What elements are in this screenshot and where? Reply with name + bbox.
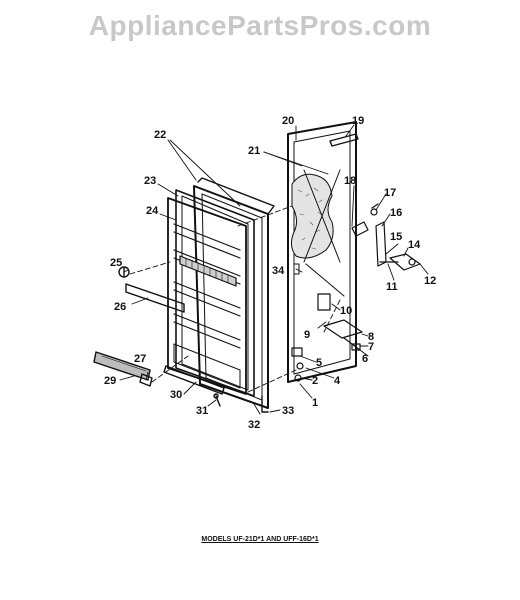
callout-32: 32 (248, 419, 260, 431)
bottom-trim-strip (163, 365, 225, 395)
callout-24: 24 (146, 205, 159, 217)
callout-25: 25 (110, 257, 122, 269)
callout-6: 6 (362, 353, 368, 365)
callout-33: 33 (282, 405, 294, 417)
callout-12: 12 (424, 275, 436, 287)
leader-lines (119, 124, 429, 415)
callout-10: 10 (340, 305, 352, 317)
door-gasket (175, 189, 255, 397)
kick-plate (93, 351, 151, 381)
callout-27: 27 (134, 353, 146, 365)
kick-plate-clip (139, 373, 153, 387)
insulation-block (290, 173, 334, 259)
trim-screw (213, 393, 221, 407)
bottom-hinge-assembly (291, 319, 363, 382)
callout-26: 26 (114, 301, 126, 313)
callout-labels: 1 2 4 5 6 7 8 9 10 11 12 14 15 16 17 18 … (104, 115, 436, 431)
door-outer-panel (287, 121, 357, 383)
model-caption: MODELS UF-21D*1 AND UFF-16D*1 (201, 536, 319, 543)
callout-34: 34 (272, 265, 285, 277)
callout-19: 19 (352, 115, 364, 127)
door-shelf-bar (125, 283, 185, 313)
callout-1: 1 (312, 397, 318, 409)
callout-23: 23 (144, 175, 156, 187)
liner-cross-brace (303, 169, 345, 297)
door-handle-assembly (351, 203, 421, 271)
callout-4: 4 (334, 375, 341, 387)
callout-21: 21 (248, 145, 260, 157)
callout-22: 22 (154, 129, 166, 141)
callout-15: 15 (390, 231, 402, 243)
inner-door-liner (167, 197, 247, 395)
callout-8: 8 (368, 331, 374, 343)
callout-29: 29 (104, 375, 116, 387)
callout-2: 2 (312, 375, 318, 387)
top-hinge (329, 133, 359, 147)
callout-11: 11 (386, 281, 398, 293)
callout-5: 5 (316, 357, 322, 369)
liner-cutout (317, 293, 331, 311)
callout-9: 9 (304, 329, 310, 341)
callout-14: 14 (408, 239, 421, 251)
callout-31: 31 (196, 405, 208, 417)
callout-30: 30 (170, 389, 182, 401)
hinge-pin (261, 395, 269, 413)
callout-7: 7 (368, 341, 374, 353)
callout-18: 18 (344, 175, 356, 187)
callout-17: 17 (384, 187, 396, 199)
liner-cutout-side (293, 263, 300, 275)
alignment-lines (129, 205, 341, 393)
callout-20: 20 (282, 115, 294, 127)
callout-16: 16 (390, 207, 402, 219)
watermark: AppliancePartsPros.com (88, 10, 432, 41)
